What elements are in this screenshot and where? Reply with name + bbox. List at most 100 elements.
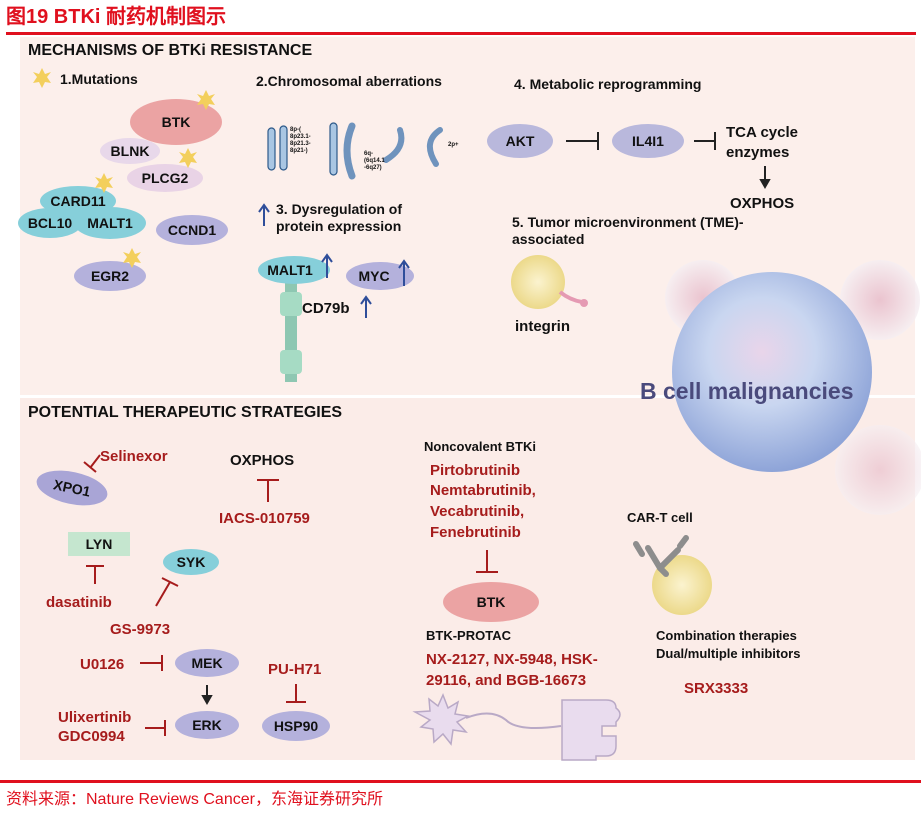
- myc-label: MYC: [358, 268, 389, 284]
- btk-node: [130, 99, 222, 145]
- akt-node: [487, 124, 553, 158]
- btk-label: BTK: [162, 114, 191, 130]
- inhibition-icon: [257, 479, 279, 502]
- integrin-cell-icon: [511, 255, 565, 309]
- protac-drugs-2: 29116, and BGB-16673: [426, 672, 586, 689]
- drug-vecabrutinib: Vecabrutinib,: [430, 503, 524, 520]
- b-cell-label: B cell malignancies: [640, 378, 853, 404]
- iacs-label: IACS-010759: [219, 510, 310, 527]
- car-t-cell-icon: [652, 555, 712, 615]
- chr8-band: 8p-(: [290, 127, 301, 133]
- inhibition-icon: [286, 684, 306, 703]
- oxphos-label: OXPHOS: [730, 195, 794, 212]
- integrin-icon: [580, 299, 588, 307]
- hsp90-node: [262, 711, 330, 741]
- b-cell-sphere: [672, 272, 872, 472]
- egr2-node: [74, 261, 146, 291]
- hsp90-label: HSP90: [274, 718, 319, 734]
- protac-linker: [465, 712, 562, 729]
- gdc0994-label: GDC0994: [58, 728, 125, 745]
- protac-drugs-1: NX-2127, NX-5948, HSK-: [426, 651, 598, 668]
- inhibition-icon: [694, 132, 716, 150]
- b-cell-ghost: [835, 425, 921, 515]
- inhibition-icon: [155, 577, 179, 607]
- egr2-label: EGR2: [91, 268, 129, 284]
- ccnd1-label: CCND1: [168, 222, 216, 238]
- il4i1-label: IL4I1: [632, 133, 664, 149]
- card11-label: CARD11: [50, 193, 105, 209]
- srx3333-label: SRX3333: [684, 680, 748, 697]
- antibody-icon: [633, 535, 689, 577]
- btk-target-node: [443, 582, 539, 622]
- drug-fenebrutinib: Fenebrutinib: [430, 524, 521, 541]
- oxphos-target: OXPHOS: [230, 452, 294, 469]
- bcl10-node: [18, 208, 82, 238]
- inhibition-icon: [476, 550, 498, 573]
- source-note: 资料来源：Nature Reviews Cancer，东海证券研究所: [6, 790, 383, 808]
- lyn-node: [68, 532, 130, 556]
- protac-ligand-icon: [412, 693, 471, 746]
- blnk-label: BLNK: [111, 143, 150, 159]
- figure-title: 图19 BTKi 耐药机制图示: [6, 4, 226, 28]
- cd79b-domain: [280, 292, 302, 316]
- syk-node: [163, 549, 219, 575]
- chr6-band: (6q14.1: [364, 158, 385, 164]
- inhibition-icon: [86, 565, 104, 584]
- up-arrow-icon: [258, 203, 270, 226]
- metabolic-label: 4. Metabolic reprogramming: [514, 76, 701, 92]
- malt1-node: [74, 207, 146, 239]
- selinexor-label: Selinexor: [100, 448, 168, 465]
- u0126-label: U0126: [80, 656, 124, 673]
- erk-label: ERK: [192, 717, 222, 733]
- dysregulation-label-2: protein expression: [276, 218, 401, 234]
- up-arrow-icon: [321, 253, 410, 318]
- tca-label-1: TCA cycle: [726, 124, 798, 141]
- myc-node: [346, 262, 414, 290]
- chr6-band: -6q27): [364, 165, 382, 171]
- malt1-node: [258, 256, 330, 284]
- combination-label: Combination therapies: [656, 628, 797, 643]
- cart-label: CAR-T cell: [627, 510, 693, 525]
- mek-node: [175, 649, 239, 677]
- chromosomal-label: 2.Chromosomal aberrations: [256, 73, 442, 89]
- syk-label: SYK: [177, 554, 206, 570]
- mutations-label: 1.Mutations: [60, 71, 138, 87]
- mechanisms-heading: MECHANISMS OF BTKi RESISTANCE: [28, 42, 312, 59]
- erk-node: [175, 711, 239, 739]
- xpo1-node: [36, 470, 108, 506]
- chromosome-icons: [267, 122, 443, 180]
- mek-label: MEK: [191, 655, 222, 671]
- gs9973-label: GS-9973: [110, 621, 170, 638]
- cd79b-domain: [280, 350, 302, 374]
- lyn-label: LYN: [86, 536, 113, 552]
- chr2-band: 2p+: [448, 142, 459, 148]
- strategies-heading: POTENTIAL THERAPEUTIC STRATEGIES: [28, 404, 342, 421]
- dual-label: Dual/multiple inhibitors: [656, 646, 800, 661]
- down-arrow-icon: [759, 166, 771, 190]
- drug-pirtobrutinib: Pirtobrutinib: [430, 462, 520, 479]
- inhibition-icon: [140, 655, 163, 671]
- down-arrow-icon: [201, 685, 213, 706]
- b-cell-ghost: [840, 260, 920, 340]
- malt1-label: MALT1: [267, 262, 313, 278]
- chr8-band: 8p21-): [290, 148, 308, 154]
- il4i1-node: [612, 124, 684, 158]
- chr6-band: 6q-: [364, 151, 373, 157]
- e3-ligase-icon: [561, 699, 621, 761]
- inhibition-icon: [145, 720, 166, 736]
- malt1-label: MALT1: [87, 215, 133, 231]
- integrin-icon: [558, 290, 583, 304]
- plcg2-node: [127, 164, 203, 192]
- inhibition-icon: [566, 132, 599, 150]
- chr8-band: 8p21.3-: [290, 141, 311, 147]
- title-divider: [6, 32, 916, 35]
- bcl10-label: BCL10: [28, 215, 73, 231]
- tme-label-2: associated: [512, 231, 584, 247]
- chr8-band: 8p23.1-: [290, 134, 311, 140]
- integrin-label: integrin: [515, 318, 570, 335]
- ulixertinib-label: Ulixertinib: [58, 709, 131, 726]
- protac-label: BTK-PROTAC: [426, 628, 512, 643]
- tme-label-1: 5. Tumor microenvironment (TME)-: [512, 214, 744, 230]
- dysregulation-label-1: 3. Dysregulation of: [276, 201, 402, 217]
